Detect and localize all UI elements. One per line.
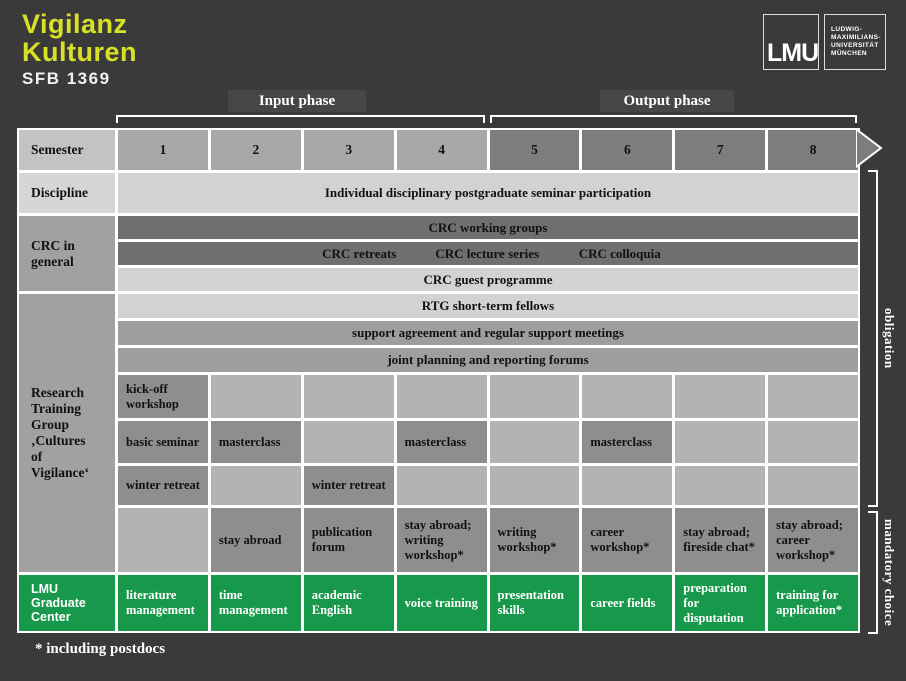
discipline-row-label: Discipline [19, 173, 115, 213]
gc-course-cell: presentation skills [489, 575, 580, 631]
activity-cell: masterclass [396, 421, 487, 463]
lmu-logo: LMU LUDWIG- MAXIMILIANS- UNIVERSITÄT MÜN… [763, 14, 886, 70]
empty-cell [210, 375, 301, 418]
crc-colloquia-label: CRC colloquia [578, 245, 661, 261]
programme-table: Semester 1 2 3 4 5 6 7 8 Discipline Indi… [17, 128, 860, 633]
gc-course-cell: preparation for disputation [675, 575, 766, 631]
activity-cell: masterclass [582, 421, 673, 463]
gc-course-cell: time management [210, 575, 301, 631]
activity-cell: stay abroad; writing workshop* [396, 508, 487, 572]
semester-cell: 5 [489, 130, 580, 170]
activity-cell: basic seminar [118, 421, 208, 463]
graduate-center-row-label: LMU Graduate Center [19, 575, 115, 631]
output-phase-bracket [490, 115, 857, 123]
empty-cell [489, 466, 580, 505]
crc-retreats-label: CRC retreats [322, 245, 397, 261]
semester-cell: 2 [210, 130, 301, 170]
brand-logo: Vigilanz Kulturen SFB 1369 [22, 10, 137, 90]
mandatory-choice-bracket [868, 511, 878, 634]
crc-guest-programme-bar: CRC guest programme [118, 268, 858, 291]
rtg-short-term-fellows-bar: RTG short-term fellows [118, 294, 858, 318]
lmu-name-line: MÜNCHEN [831, 50, 868, 57]
empty-cell [118, 508, 208, 572]
activity-cell: masterclass [210, 421, 301, 463]
empty-cell [303, 421, 394, 463]
crc-lecture-series-label: CRC lecture series [435, 245, 540, 261]
semester-cell: 1 [118, 130, 208, 170]
semester-cell: 3 [303, 130, 394, 170]
brand-line3: SFB 1369 [22, 69, 111, 88]
empty-cell [489, 375, 580, 418]
semester-cell: 7 [675, 130, 766, 170]
crc-events-bar: CRC retreats CRC lecture series CRC coll… [118, 242, 858, 265]
brand-line1: Vigilanz [22, 9, 128, 39]
crc-working-groups-bar: CRC working groups [118, 216, 858, 239]
empty-cell [768, 466, 858, 505]
discipline-bar: Individual disciplinary postgraduate sem… [118, 173, 858, 213]
semester-cell: 6 [582, 130, 673, 170]
empty-cell [489, 421, 580, 463]
activity-cell: writing workshop* [489, 508, 580, 572]
mandatory-choice-label: mandatory choice [882, 519, 897, 627]
activity-cell: winter retreat [303, 466, 394, 505]
activity-cell: stay abroad [210, 508, 301, 572]
lmu-name-line: MAXIMILIANS- [831, 34, 881, 41]
rtg-joint-planning-bar: joint planning and reporting forums [118, 348, 858, 372]
semester-row-label: Semester [19, 130, 115, 170]
empty-cell [768, 421, 858, 463]
empty-cell [675, 466, 766, 505]
lmu-name-line: UNIVERSITÄT [831, 42, 879, 49]
activity-cell: kick-off workshop [118, 375, 208, 418]
activity-cell: career workshop* [582, 508, 673, 572]
output-phase-label: Output phase [600, 90, 734, 112]
brand-line2: Kulturen [22, 37, 137, 67]
crc-row-label: CRC in general [19, 216, 115, 291]
obligation-label: obligation [882, 308, 897, 369]
obligation-bracket [868, 170, 878, 507]
input-phase-label: Input phase [228, 90, 366, 112]
gc-course-cell: voice training [396, 575, 487, 631]
empty-cell [768, 375, 858, 418]
empty-cell [582, 375, 673, 418]
gc-course-cell: training for application* [768, 575, 858, 631]
empty-cell [210, 466, 301, 505]
semester-cell: 8 [768, 130, 858, 170]
lmu-name-line: LUDWIG- [831, 26, 863, 33]
empty-cell [303, 375, 394, 418]
empty-cell [582, 466, 673, 505]
empty-cell [396, 375, 487, 418]
lmu-name-box: LUDWIG- MAXIMILIANS- UNIVERSITÄT MÜNCHEN [824, 14, 886, 70]
rtg-row-label: Research Training Group ‚Cultures of Vig… [19, 294, 115, 572]
activity-cell: stay abroad; fireside chat* [675, 508, 766, 572]
gc-course-cell: literature management [118, 575, 208, 631]
empty-cell [675, 421, 766, 463]
empty-cell [675, 375, 766, 418]
gc-course-cell: academic English [303, 575, 394, 631]
rtg-support-agreement-bar: support agreement and regular support me… [118, 321, 858, 345]
lmu-acronym: LMU [767, 39, 819, 67]
activity-cell: winter retreat [118, 466, 208, 505]
input-phase-bracket [116, 115, 485, 123]
gc-course-cell: career fields [582, 575, 673, 631]
lmu-acronym-box: LMU [763, 14, 819, 70]
timeline-arrow-icon [856, 128, 883, 168]
activity-cell: stay abroad; career workshop* [768, 508, 858, 572]
empty-cell [396, 466, 487, 505]
footnote: * including postdocs [35, 641, 166, 657]
semester-cell: 4 [396, 130, 487, 170]
activity-cell: publication forum [303, 508, 394, 572]
